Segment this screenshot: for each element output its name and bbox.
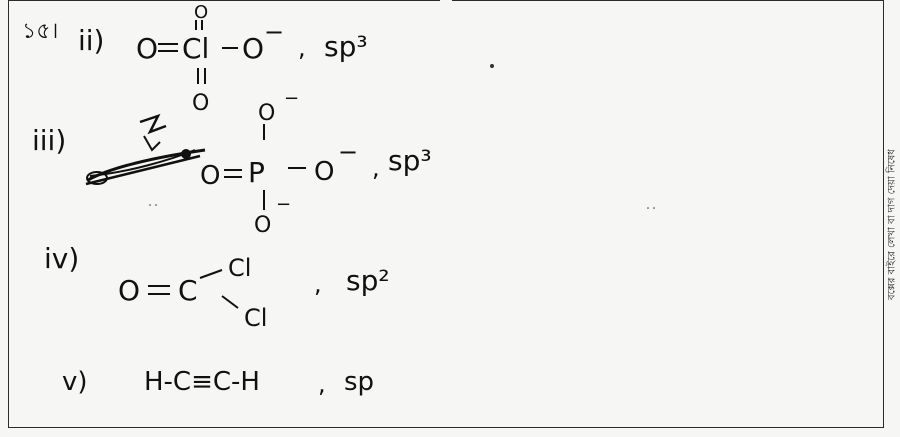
iii-central-atom: P bbox=[248, 156, 265, 189]
iv-central-atom: C bbox=[178, 274, 198, 307]
ii-charge: − bbox=[264, 18, 284, 46]
answer-iii-label: iii) bbox=[32, 124, 66, 157]
ii-hybridization: sp³ bbox=[324, 30, 368, 63]
iv-oxygen: O bbox=[118, 274, 140, 307]
iii-right-oxygen: O bbox=[314, 157, 334, 187]
answer-iv-label: iv) bbox=[44, 242, 79, 275]
stray-mark bbox=[490, 64, 494, 68]
iv-top-chlorine: Cl bbox=[228, 254, 251, 282]
iii-top-charge: − bbox=[284, 88, 299, 109]
iii-top-oxygen: O bbox=[258, 101, 275, 126]
answer-v: v) H-C≡C-H , sp bbox=[62, 367, 374, 398]
iv-bottom-chlorine: Cl bbox=[244, 304, 267, 332]
iii-bottom-oxygen: O bbox=[254, 213, 271, 238]
ii-bottom-oxygen: O bbox=[192, 91, 209, 116]
ii-right-oxygen: O bbox=[242, 32, 264, 65]
answer-ii: ii) O O Cl O − O , sp³ bbox=[78, 2, 368, 116]
ii-central-atom: Cl bbox=[182, 32, 209, 65]
v-separator: , bbox=[318, 370, 326, 398]
question-number: ১৫। bbox=[22, 19, 58, 44]
ii-top-oxygen: O bbox=[194, 2, 208, 23]
answer-ii-label: ii) bbox=[78, 24, 104, 57]
answer-box bbox=[8, 0, 884, 428]
iii-separator: , bbox=[372, 154, 380, 182]
iv-separator: , bbox=[314, 270, 322, 298]
answer-v-label: v) bbox=[62, 367, 88, 397]
v-formula: H-C≡C-H bbox=[144, 367, 260, 397]
iii-charge: − bbox=[338, 138, 358, 166]
ii-left-oxygen: O bbox=[136, 32, 158, 65]
answer-iii: iii) O − O P O − − O bbox=[32, 88, 432, 238]
iv-hybridization: sp² bbox=[346, 264, 390, 297]
iii-left-oxygen: O bbox=[200, 161, 220, 191]
crossed-out-scribble bbox=[85, 113, 206, 186]
ii-separator: , bbox=[298, 34, 306, 62]
answer-iv: iv) O C Cl Cl , sp² bbox=[44, 242, 390, 332]
top-border-gap bbox=[440, 0, 452, 4]
iii-bottom-charge: − bbox=[276, 194, 291, 215]
iii-hybridization: sp³ bbox=[388, 144, 432, 177]
v-hybridization: sp bbox=[344, 367, 374, 397]
